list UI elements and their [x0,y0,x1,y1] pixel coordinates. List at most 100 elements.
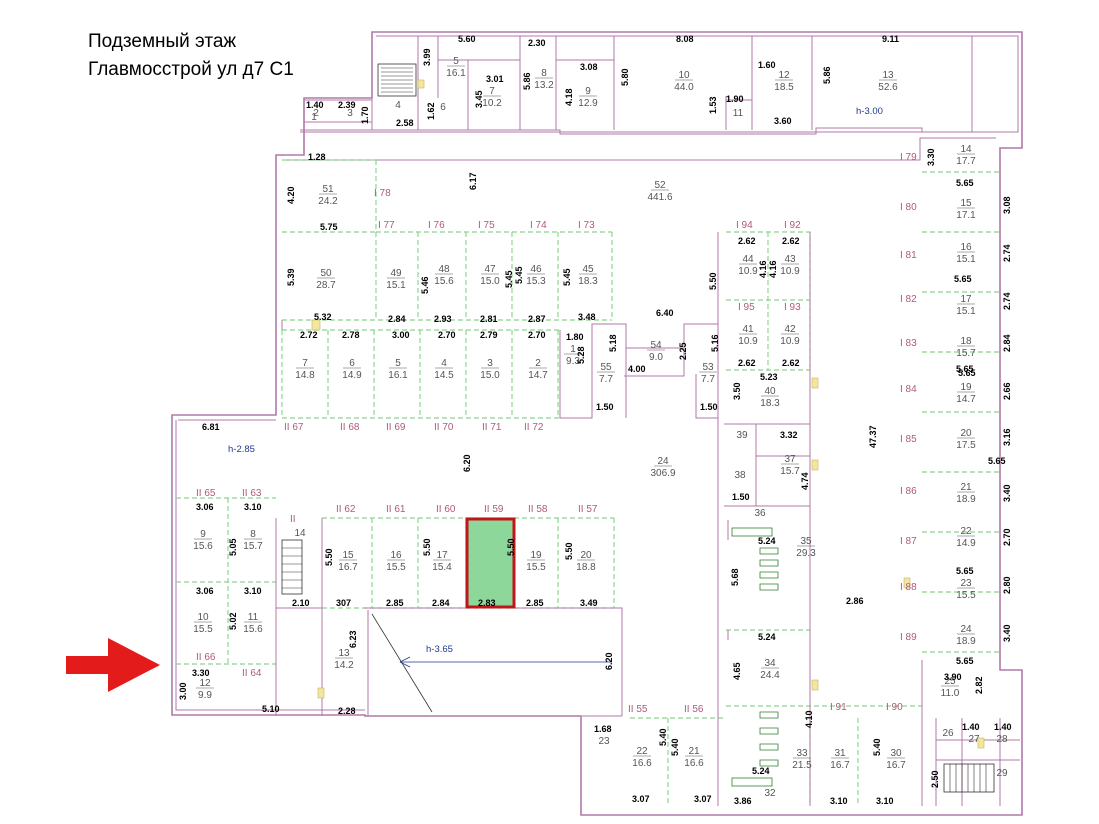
room-number-3: 3 [487,358,493,369]
room-number-23r: 23 [960,578,972,589]
room-area-19r: 14.7 [956,394,976,405]
dimension-label: 6.20 [604,652,614,670]
axis-label: I 89 [900,632,917,643]
dimension-label: 5.46 [420,276,430,294]
dimension-label: 5.75 [320,222,338,232]
room-area-33: 21.5 [792,760,812,771]
dimension-label: 5.39 [286,268,296,286]
room-number-4: 4 [441,358,447,369]
dimension-label: 5.10 [262,704,280,714]
room-number-38: 38 [734,470,746,481]
axis-label: I 78 [374,188,391,199]
dimension-label: 5.16 [710,334,720,352]
dimension-label: 3.08 [1002,196,1012,214]
dimension-label: 5.50 [506,538,516,556]
dimension-label: 2.74 [1002,244,1012,262]
toilet-fixtures [731,527,779,787]
dimension-label: 5.65 [954,274,972,284]
dimension-label: 4.18 [564,88,574,106]
dimension-label: 5.24 [758,632,776,642]
dimension-label: 4.16 [768,260,778,278]
dimension-label: 5.65 [956,178,974,188]
dimension-label: 3.07 [632,794,650,804]
room-number-49: 49 [390,268,402,279]
axis-label: II 56 [684,704,704,715]
dimension-label: 5.68 [730,568,740,586]
dimension-label: 5.60 [458,34,476,44]
room-area-8: 15.7 [243,541,263,552]
room-number-37: 37 [784,454,796,465]
room-area-t10: 44.0 [674,82,694,93]
room-number-55: 55 [600,362,612,373]
selected-room-highlight[interactable] [465,517,516,609]
dimension-label: 2.66 [1002,382,1012,400]
room-area-t13: 52.6 [878,82,898,93]
room-area-51: 24.2 [318,196,338,207]
dimension-label: 3.10 [244,586,262,596]
dimension-label: 2.85 [526,598,544,608]
room-area-12: 9.9 [198,690,212,701]
axis-label: I 91 [830,702,847,713]
room-area-42: 10.9 [780,336,800,347]
axis-label: II 67 [284,422,304,433]
dimension-label: 5.32 [314,312,332,322]
dimension-label: 1.90 [726,94,744,104]
dimension-label: 4.16 [758,260,768,278]
room-area-40: 18.3 [760,398,780,409]
room-area-24: 306.9 [650,468,675,479]
room-number-35: 35 [800,536,812,547]
axis-label: I 84 [900,384,917,395]
axis-label: I 87 [900,536,917,547]
room-number-9: 9 [200,529,206,540]
room-area-11: 15.6 [243,624,263,635]
dimension-label: 5.24 [758,536,776,546]
dimension-label: 6.81 [202,422,220,432]
partitions [176,159,1000,806]
room-area-6: 14.9 [342,370,362,381]
room-area-7: 14.8 [295,370,315,381]
room-area-24r: 18.9 [956,636,976,647]
room-area-t5: 16.1 [446,68,466,79]
dimension-label: 5.65 [956,364,974,374]
dimension-label: 3.40 [1002,624,1012,642]
room-number-14: 14 [294,528,306,539]
room-number-t4: 4 [395,100,401,111]
dimension-label: 4.65 [732,662,742,680]
axis-label: II 60 [436,504,456,515]
axis-label: II 55 [628,704,648,715]
room-area-31: 16.7 [830,760,850,771]
dimension-label: 2.83 [478,598,496,608]
room-number-7: 7 [302,358,308,369]
axis-label: II 64 [242,668,262,679]
dimension-label: 6.23 [348,630,358,648]
plan-title-line2: Главмосстрой ул д7 С1 [88,59,294,80]
axis-label: I 93 [784,302,801,313]
dimension-label: 47.37 [868,425,878,448]
room-number-t9: 9 [585,86,591,97]
room-number-22r: 22 [960,526,972,537]
dimension-label: 1.60 [758,60,776,70]
room-area-37: 15.7 [780,466,800,477]
level-mark: h-3.00 [856,106,883,117]
room-number-47: 47 [484,264,496,275]
dimension-label: 2.78 [342,330,360,340]
dimension-label: 2.84 [388,314,406,324]
axis-label: II 57 [578,504,598,515]
dimension-label: 2.82 [974,676,984,694]
dimension-label: 2.70 [528,330,546,340]
room-number-5: 5 [395,358,401,369]
room-number-26: 26 [942,728,954,739]
plan-title-line1: Подземный этаж [88,31,237,52]
dimension-label: 2.10 [292,598,310,608]
room-number-t6: 6 [440,102,446,113]
dimension-label: 2.50 [930,770,940,788]
room-number-51: 51 [322,184,334,195]
axis-label: I 94 [736,220,753,231]
dimension-label: 5.02 [228,612,238,630]
level-mark: h-2.85 [228,444,255,455]
dimension-label: 3.30 [926,148,936,166]
room-area-20r: 17.5 [956,440,976,451]
dimension-label: 3.06 [196,586,214,596]
dimension-label: 2.62 [782,236,800,246]
dimension-label: 5.23 [760,372,778,382]
